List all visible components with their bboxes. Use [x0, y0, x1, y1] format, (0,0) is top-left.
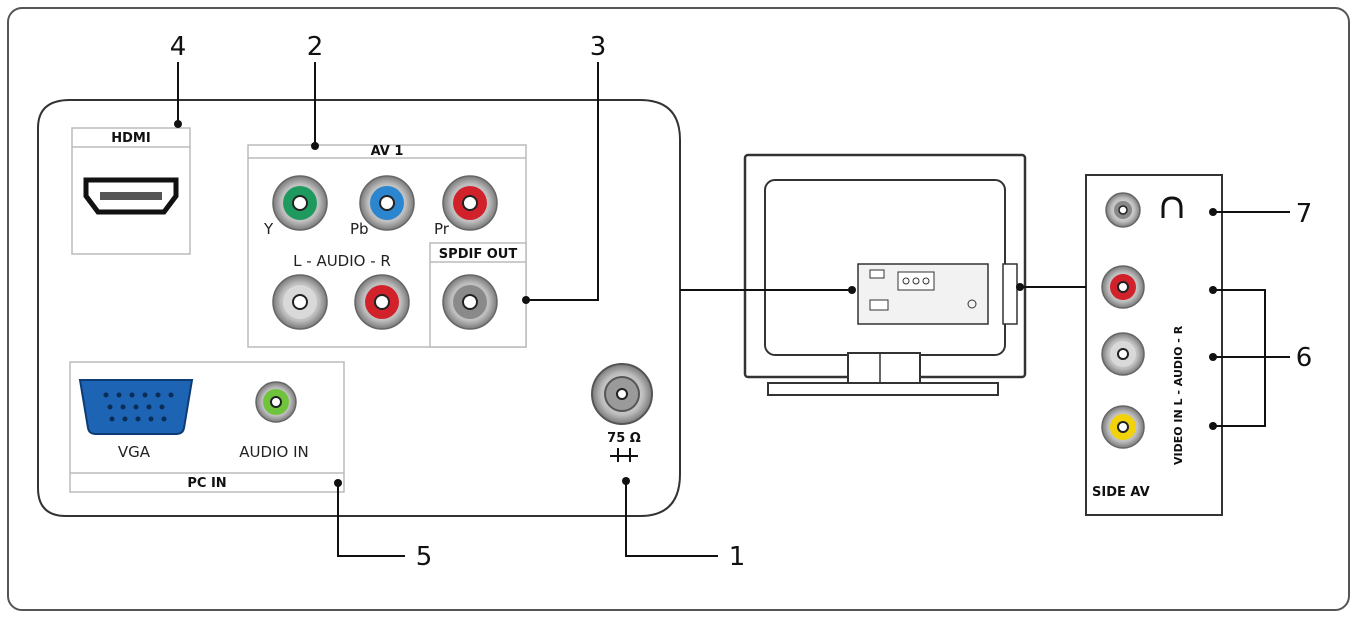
vga-port-icon[interactable] [78, 379, 194, 435]
antenna-symbol [610, 448, 638, 462]
spdif-label: SPDIF OUT [439, 247, 518, 262]
callout-4: 4 [170, 32, 187, 62]
audio-right-jack[interactable] [354, 274, 410, 330]
side-av-panel: VIDEO IN L - AUDIO - R SIDE AV [1085, 174, 1223, 516]
headphone-jack[interactable] [1105, 192, 1141, 228]
callout-2: 2 [307, 32, 324, 62]
callout-6: 6 [1296, 343, 1313, 373]
hdmi-port-icon[interactable] [83, 177, 179, 215]
antenna-jack-icon[interactable] [591, 363, 653, 425]
side-vertical-label: VIDEO IN L - AUDIO - R [1172, 325, 1185, 465]
pr-label: Pr [434, 220, 450, 238]
headphone-icon [1161, 196, 1183, 218]
leader-lines [177, 62, 1290, 557]
hdmi-block: HDMI [71, 127, 191, 255]
spdif-block: SPDIF OUT [429, 242, 527, 348]
pb-jack[interactable] [359, 175, 415, 231]
pc-in-label: PC IN [187, 476, 226, 491]
video-in-jack[interactable] [1101, 405, 1145, 449]
vga-label: VGA [118, 443, 151, 461]
hdmi-label: HDMI [111, 131, 150, 146]
audio-label: L - AUDIO - R [293, 252, 391, 270]
audio-left-jack[interactable] [272, 274, 328, 330]
av1-label: AV 1 [371, 144, 404, 159]
y-label: Y [263, 220, 274, 238]
audio-in-jack[interactable] [255, 381, 297, 423]
tv-back-icon [743, 153, 1027, 396]
callout-7: 7 [1296, 199, 1313, 229]
audio-left-side-jack[interactable] [1101, 332, 1145, 376]
pc-in-block: PC IN VGA AUDIO IN [69, 361, 345, 493]
audio-right-side-jack[interactable] [1101, 265, 1145, 309]
side-av-label: SIDE AV [1092, 485, 1150, 500]
y-jack[interactable] [272, 175, 328, 231]
antenna-label: 75 Ω [607, 431, 641, 446]
audio-in-label: AUDIO IN [239, 443, 308, 461]
callout-3: 3 [590, 32, 607, 62]
pr-jack[interactable] [442, 175, 498, 231]
leader-dots [174, 120, 1217, 487]
spdif-jack[interactable] [442, 274, 498, 330]
callout-1: 1 [729, 542, 746, 572]
pb-label: Pb [350, 220, 369, 238]
callout-5: 5 [416, 542, 433, 572]
